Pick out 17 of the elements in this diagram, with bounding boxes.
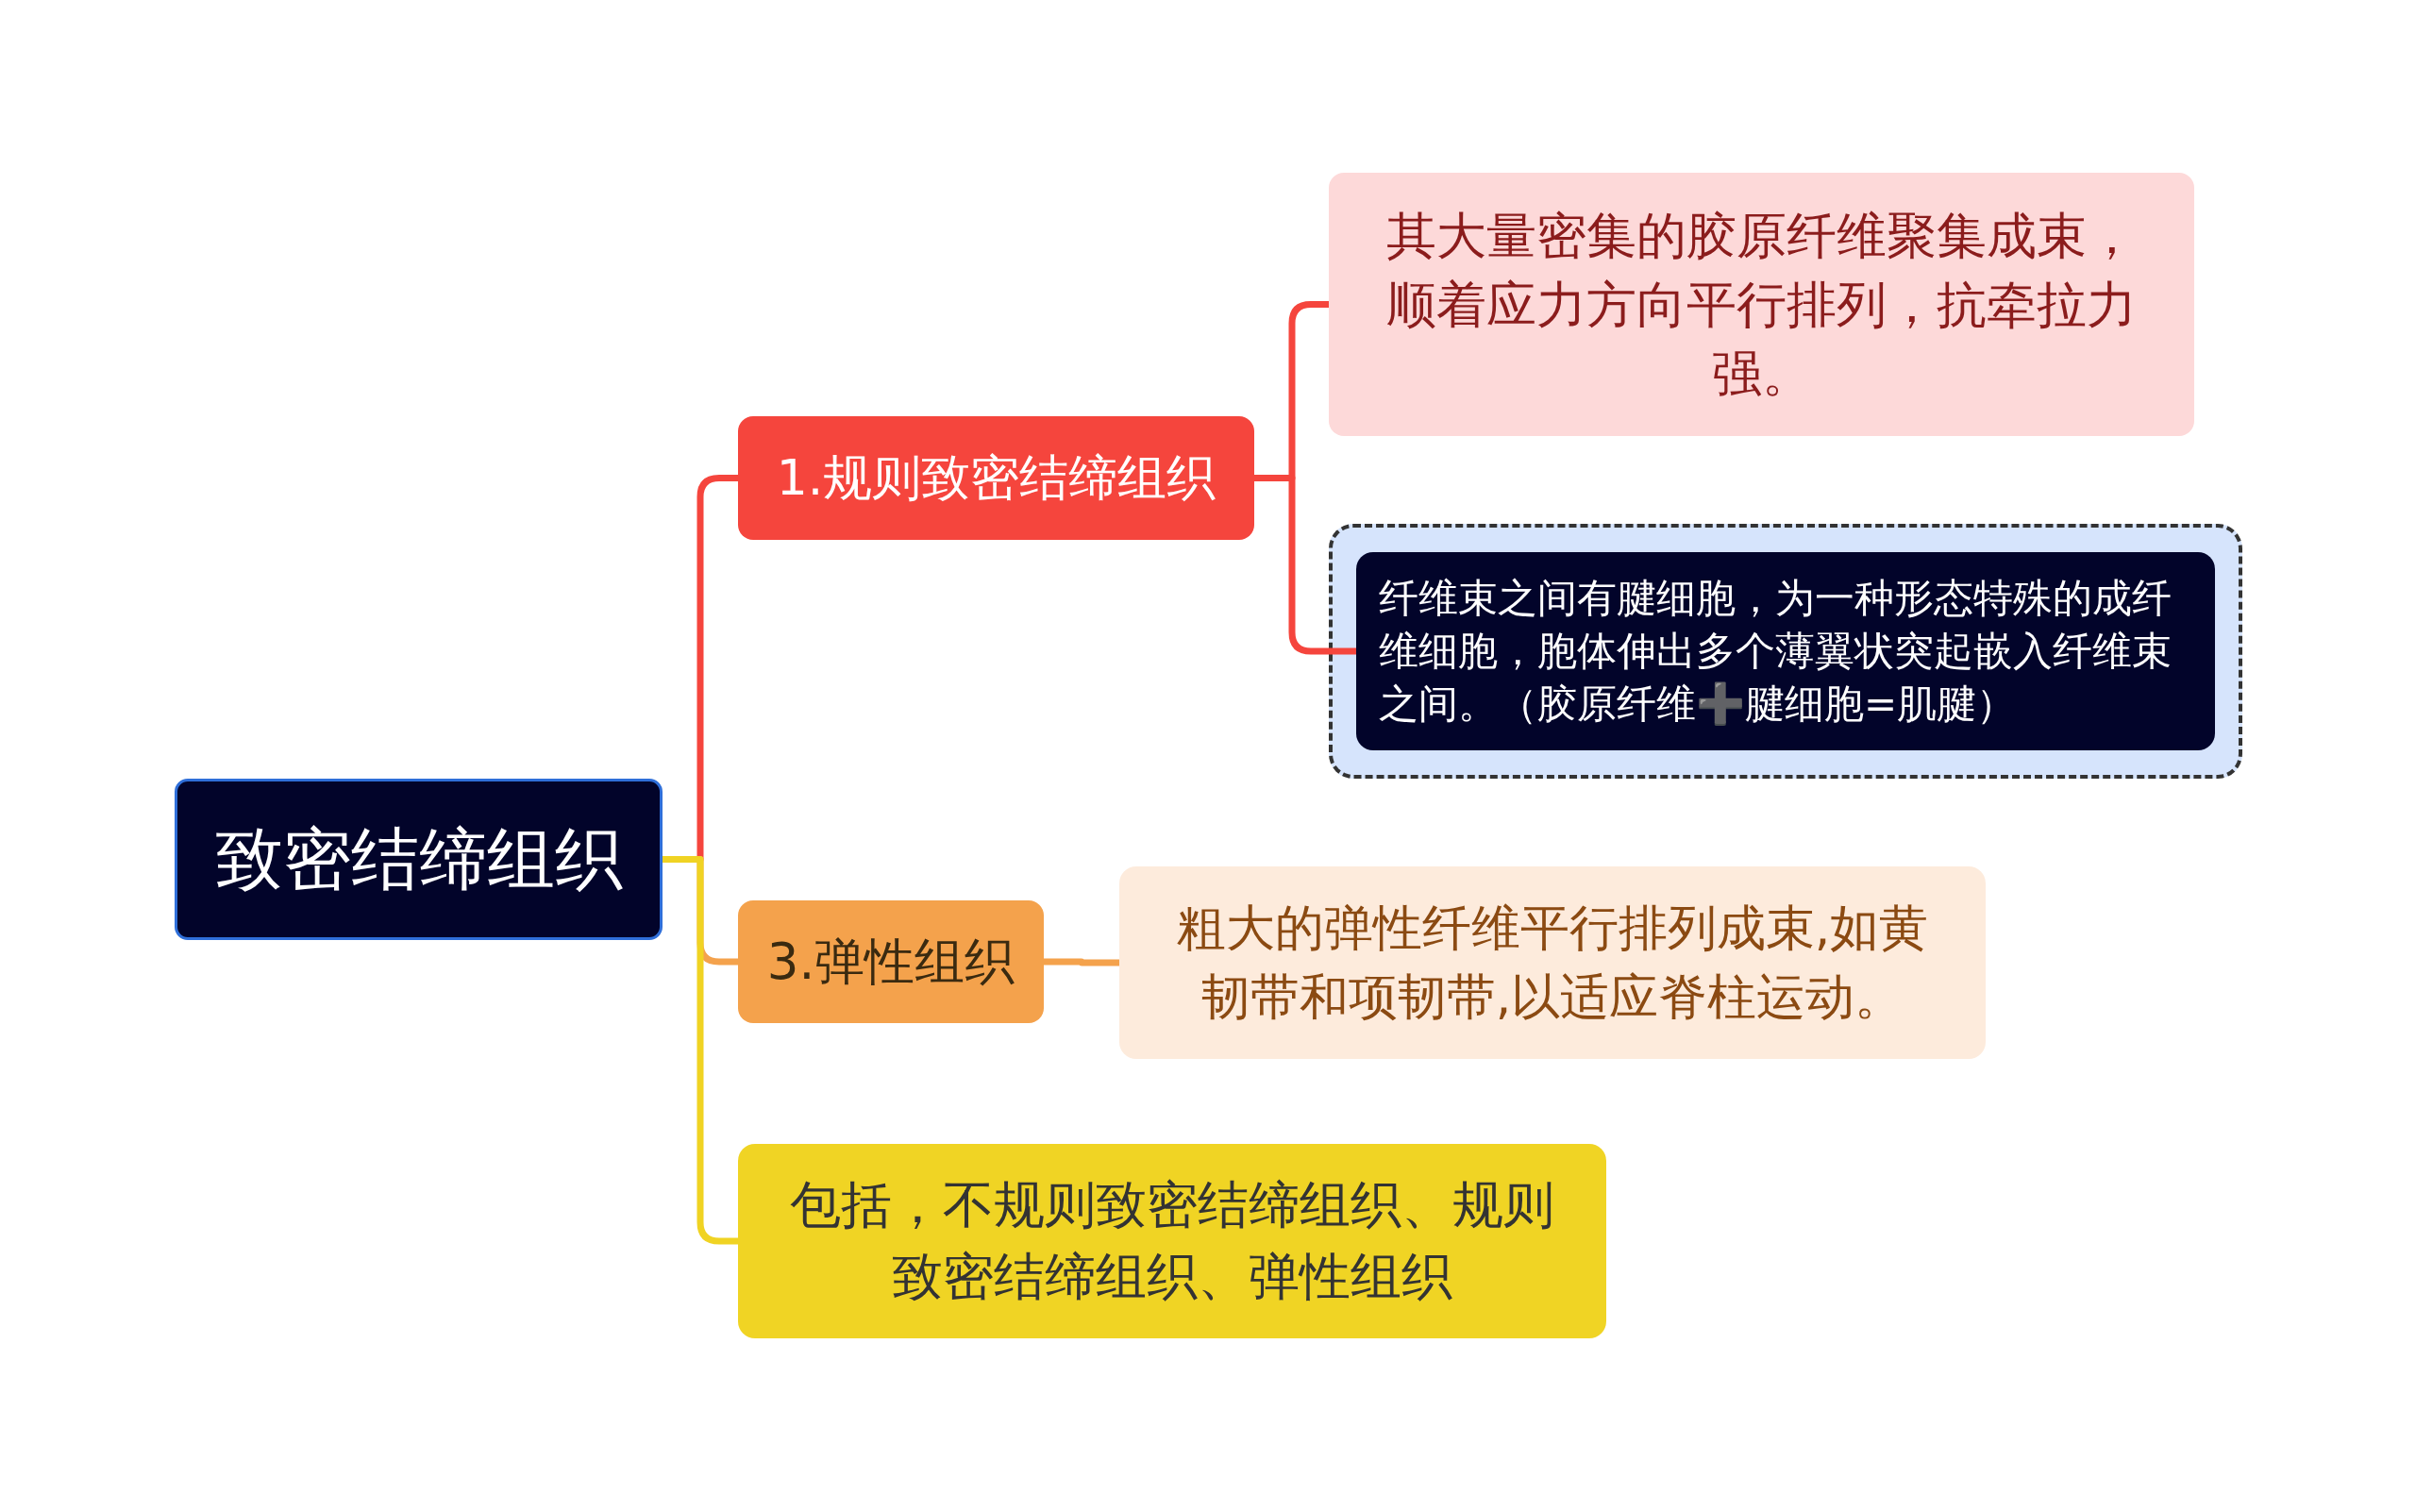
central-topic-box	[175, 779, 663, 940]
summary-text: 包括，不规则致密结缔组织、规则致密结缔组织、弹性组织	[789, 1174, 1555, 1308]
summary-box	[738, 1144, 1606, 1338]
central-topic-text: 致密结缔组织	[214, 818, 623, 900]
connector-line	[1254, 475, 1356, 655]
note-box	[1329, 173, 2194, 436]
dashed-frame	[1329, 524, 2242, 779]
note-text: 其大量密集的胶原纤维聚集成束，顺着应力方向平行排列，抗牵拉力强。	[1385, 205, 2138, 405]
connector-line	[1044, 958, 1119, 966]
note-box	[1356, 552, 2215, 750]
topic-text: 3.弹性组织	[766, 932, 1015, 992]
topic-box	[738, 900, 1044, 1023]
note-text: 纤维束之间有腱细胞，为一种形态特殊的成纤维细胞，胞体伸出多个薄翼状突起嵌入纤维束之间。（胶原纤维➕腱细胞=肌腱）	[1379, 574, 2173, 729]
note-text: 粗大的弹性纤维平行排列成束,如黄韧带和项韧带,以适应脊柱运动。	[1175, 899, 1930, 1027]
topic-text: 1.规则致密结缔组织	[776, 448, 1216, 508]
note-box	[1119, 866, 1986, 1059]
topic-box	[738, 416, 1254, 540]
